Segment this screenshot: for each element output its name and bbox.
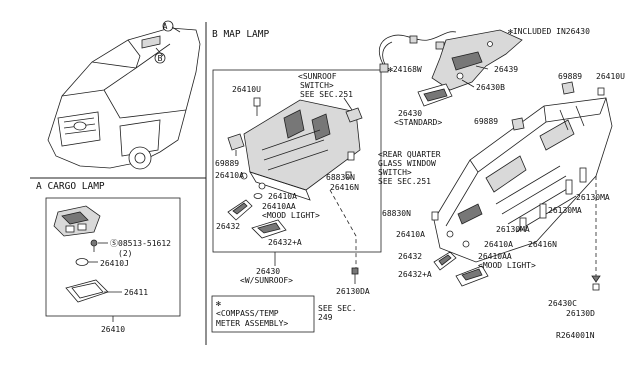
sunroof-lamp-housing	[243, 99, 361, 201]
label-mood-light-right: <MOOD LIGHT>	[478, 261, 536, 270]
compass-note-box	[211, 295, 315, 333]
label-26430c: 26430C	[548, 299, 577, 308]
label-mood-light-left: <MOOD LIGHT>	[262, 211, 320, 220]
label-sunroof-switch-2: SWITCH>	[300, 81, 334, 90]
label-rear-quarter-4: SEE SEC.251	[378, 177, 431, 186]
label-screw-part: Ⓢ08513-51612	[110, 239, 171, 248]
label-26130ma-b: 26130MA	[548, 206, 582, 215]
label-26416n-right: 26416N	[528, 240, 557, 249]
cargo-lamp-screw	[90, 239, 108, 252]
label-standard: <STANDARD>	[394, 118, 442, 127]
label-rear-quarter-2: GLASS WINDOW	[378, 159, 436, 168]
label-sunroof-assembly-note: <W/SUNROOF>	[240, 276, 293, 285]
label-69889-right: 69889	[558, 72, 582, 81]
label-26130ma-c: 26130MA	[496, 225, 530, 234]
label-26410a-right-2: 26410A	[484, 240, 513, 249]
label-26430b: 26430B	[476, 83, 505, 92]
diagram-code: R264001N	[556, 331, 595, 340]
label-69889-right-lower: 69889	[474, 117, 498, 126]
label-26432-right: 26432	[398, 252, 422, 261]
compass-see-sec: SEE SEC.	[318, 304, 357, 313]
label-26410u-right: 26410U	[596, 72, 625, 81]
label-26430-standard: 26430	[398, 109, 422, 118]
label-26130d: 26130D	[566, 309, 595, 318]
label-26432a-right: 26432+A	[398, 270, 432, 279]
label-26410a-left: 26410A	[215, 171, 244, 180]
label-26410a-mid: 26410A	[268, 192, 297, 201]
label-26410u-left: 26410U	[232, 85, 261, 94]
label-26432-left: 26432	[216, 222, 240, 231]
standard-lens-right	[455, 265, 489, 287]
label-sunroof-switch-3: SEE SEC.251	[300, 90, 353, 99]
sunroof-lens-right	[251, 219, 287, 239]
compass-see-sec-num: 249	[318, 313, 333, 322]
label-rear-quarter-1: <REAR QUARTER	[378, 150, 441, 159]
label-cargo-assembly: 26410	[101, 325, 125, 334]
label-sunroof-switch-1: <SUNROOF	[298, 72, 337, 81]
callout-b: B	[158, 54, 163, 63]
label-26130da: 26130DA	[336, 287, 370, 296]
section-a-heading: A CARGO LAMP	[36, 181, 105, 192]
label-sunroof-assembly: 26430	[256, 267, 280, 276]
standard-frame-bracket	[417, 29, 523, 107]
standard-lamp-housing	[433, 97, 613, 263]
sunroof-lamp-box	[212, 69, 382, 253]
standard-parts-small	[431, 81, 605, 248]
label-24168w: ✻24168W	[388, 65, 422, 74]
label-68830n-right: 68830N	[382, 209, 411, 218]
standard-bottom-screw	[591, 275, 601, 291]
sunroof-bottom-screw	[351, 267, 359, 284]
label-26130ma-a: 26130MA	[576, 193, 610, 202]
frame-lines	[30, 22, 207, 345]
label-68830n-left: 68830N	[326, 173, 355, 182]
callout-a: A	[163, 22, 168, 31]
sunroof-lens-left	[227, 199, 253, 221]
callout-a-marker: A	[163, 22, 168, 31]
section-b-heading: B MAP LAMP	[212, 29, 269, 40]
compass-note-star: ✻	[216, 299, 221, 308]
label-26416n-left: 26416N	[330, 183, 359, 192]
label-26410aa-left: 26410AA	[262, 202, 296, 211]
label-26439: 26439	[494, 65, 518, 74]
label-lens: 26411	[124, 288, 148, 297]
compass-note-line-2: METER ASSEMBLY>	[216, 319, 288, 328]
cargo-lamp-unit	[53, 205, 101, 237]
label-rear-quarter-3: SWITCH>	[378, 168, 412, 177]
cargo-lamp-lens	[65, 279, 122, 303]
included-note: ✻INCLUDED IN26430	[508, 27, 590, 36]
callout-b-marker: B	[158, 54, 163, 63]
sunroof-small-parts	[240, 151, 355, 199]
sunroof-left-connector	[227, 133, 245, 156]
label-screw-qty: (2)	[118, 249, 132, 258]
vehicle-illustration	[47, 20, 201, 170]
label-26410a-right: 26410A	[396, 230, 425, 239]
label-26432a-left: 26432+A	[268, 238, 302, 247]
cargo-lamp-bulb	[75, 258, 98, 266]
standard-lens-left	[433, 251, 457, 271]
label-bulb: 26410J	[100, 259, 129, 268]
label-26410aa-right: 26410AA	[478, 252, 512, 261]
label-69889-left: 69889	[215, 159, 239, 168]
sunroof-switch	[343, 97, 363, 123]
compass-note-line-1: <COMPASS/TEMP	[216, 309, 279, 318]
sunroof-top-clip	[253, 97, 261, 116]
